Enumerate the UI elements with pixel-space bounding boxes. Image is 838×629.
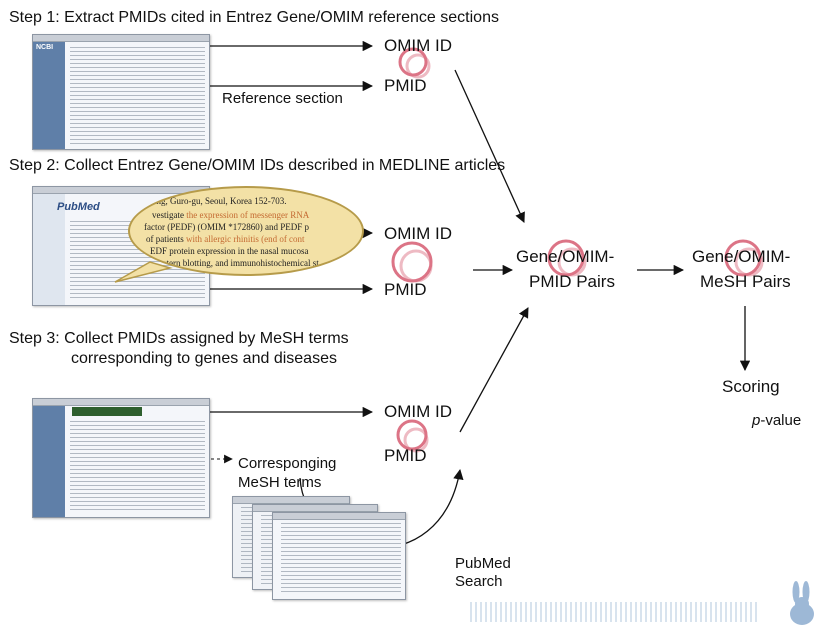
pubmed-search-label-line1: PubMed	[455, 555, 511, 572]
pair-circle-mesh	[724, 239, 764, 277]
pmid-label-step3: PMID	[384, 446, 427, 465]
omim-id-label-step3: OMIM ID	[384, 402, 452, 421]
pubmed-search-label-line2: Search	[455, 573, 503, 590]
pmid-circle-step3	[396, 419, 429, 453]
bubble-line-6: otern blotting, and immunohistochemical …	[162, 258, 319, 268]
arrow-step3-to-pairs	[459, 307, 529, 433]
bubble-line-4: of patients with allergic rhinitis (end …	[146, 234, 305, 244]
bubble-line-5: EDF protein expression in the nasal muco…	[150, 246, 309, 256]
gene-omim-mesh-pairs-line2: MeSH Pairs	[700, 272, 791, 291]
step3-heading-line2: corresponding to genes and diseases	[71, 350, 337, 367]
omim-circle-step2	[391, 241, 433, 283]
gene-omim-pmid-pairs-line1: Gene/OMIM-	[516, 247, 615, 266]
screenshot-pubmed-search-front	[272, 512, 406, 600]
magnified-abstract-bubble: ong, Guro-gu, Seoul, Korea 152-703. vest…	[128, 186, 364, 276]
omim-id-label-step1: OMIM ID	[384, 36, 452, 55]
pvalue-label: p-value	[752, 412, 802, 429]
gene-omim-mesh-pairs-line1: Gene/OMIM-	[692, 247, 791, 266]
bubble-line-2: vestigate the expression of messenger RN…	[152, 210, 310, 220]
bubble-line-1: ong, Guro-gu, Seoul, Korea 152-703.	[152, 196, 287, 206]
pair-circle-pmid	[547, 239, 587, 277]
arrow-step1-to-pairs	[454, 69, 525, 223]
rabbit-mascot-icon	[790, 581, 814, 625]
omim-id-label-step2: OMIM ID	[384, 224, 452, 243]
screenshot-mesh-record	[32, 398, 210, 518]
step1-heading: Step 1: Extract PMIDs cited in Entrez Ge…	[9, 9, 499, 26]
mesh-terms-label-line1: Corresponging	[238, 455, 337, 472]
step2-heading: Step 2: Collect Entrez Gene/OMIM IDs des…	[9, 157, 506, 174]
screenshot-omim-reference: NCBI	[32, 34, 210, 150]
scoring-label: Scoring	[722, 377, 780, 396]
pubmed-logo: PubMed	[57, 201, 100, 213]
bubble-line-3: factor (PEDF) (OMIM *172860) and PEDF p	[144, 222, 309, 232]
gene-omim-pmid-pairs-line2: PMID Pairs	[529, 272, 615, 291]
footer-watermark	[470, 602, 760, 622]
reference-section-label: Reference section	[222, 90, 343, 107]
step3-heading-line1: Step 3: Collect PMIDs assigned by MeSH t…	[9, 330, 349, 347]
omim-circle-step1	[398, 47, 431, 79]
pmid-label-step1: PMID	[384, 76, 427, 95]
mesh-terms-label-line2: MeSH terms	[238, 474, 322, 491]
pmid-label-step2: PMID	[384, 280, 427, 299]
